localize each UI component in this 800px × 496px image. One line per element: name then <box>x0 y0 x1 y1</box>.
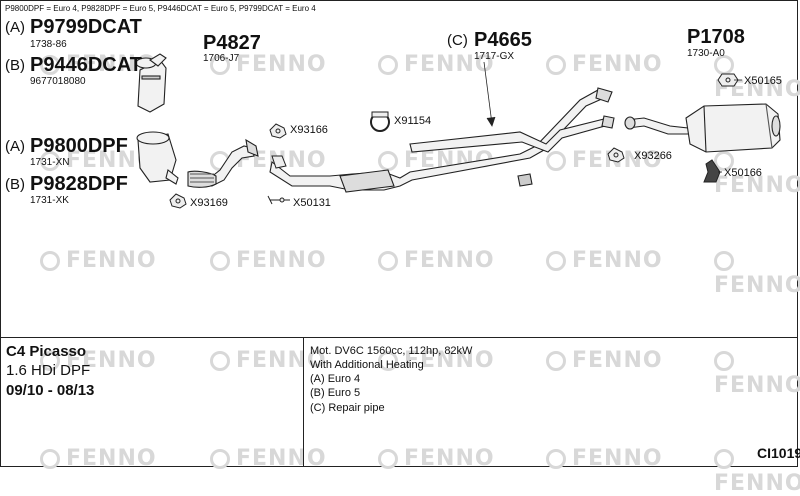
variant-label-p9446dcat: (B) <box>5 57 25 74</box>
motor-spec: Mot. DV6C 1560cc, 112hp, 82kW <box>310 345 473 357</box>
header-note: P9800DPF = Euro 4, P9828DPF = Euro 5, P9… <box>5 4 316 13</box>
variant-label-p9828dpf: (B) <box>5 176 25 193</box>
clamp-x91154-drawing <box>370 111 390 132</box>
info-divider-horizontal <box>0 337 798 338</box>
rear-silencer-drawing <box>624 103 781 153</box>
exhaust-drawing <box>135 53 781 209</box>
part-ref-p9799dcat: 1738-86 <box>30 39 67 50</box>
gasket-drawing <box>271 155 287 169</box>
legend-a: (A) Euro 4 <box>310 373 361 385</box>
accessory-x93266[interactable]: X93266 <box>634 150 672 162</box>
part-code-p1708[interactable]: P1708 <box>687 26 745 48</box>
accessory-x93169[interactable]: X93169 <box>190 197 228 209</box>
vehicle-engine: 1.6 HDi DPF <box>6 362 91 379</box>
front-pipe-drawing <box>187 138 259 188</box>
vehicle-model: C4 Picasso <box>6 343 87 360</box>
diagram-frame <box>0 0 798 467</box>
clamp-x93166-drawing <box>269 123 287 139</box>
dpf-part-drawing <box>136 131 179 185</box>
part-ref-p9828dpf: 1731-XK <box>30 195 69 206</box>
legend-c: (C) Repair pipe <box>310 402 385 414</box>
part-code-p9799dcat[interactable]: P9799DCAT <box>30 16 142 38</box>
middle-pipe-drawing <box>269 87 615 193</box>
legend-b: (B) Euro 5 <box>310 387 361 399</box>
bolt-x50131-drawing <box>267 195 290 205</box>
accessory-x50166[interactable]: X50166 <box>724 167 762 179</box>
part-code-p9800dpf[interactable]: P9800DPF <box>30 135 128 157</box>
accessory-x50131[interactable]: X50131 <box>293 197 331 209</box>
part-ref-p4665: 1717-GX <box>474 51 515 62</box>
variant-label-p4665: (C) <box>447 32 468 49</box>
part-ref-p9446dcat: 9677018080 <box>30 76 86 87</box>
variant-label-p9800dpf: (A) <box>5 138 25 155</box>
part-ref-p4827: 1706-J7 <box>203 53 240 64</box>
mount-x50166-drawing <box>703 159 721 183</box>
accessory-x93166[interactable]: X93166 <box>290 124 328 136</box>
mount-x50165-drawing <box>717 73 739 87</box>
accessory-x91154[interactable]: X91154 <box>394 115 432 127</box>
part-ref-p9800dpf: 1731-XN <box>30 157 70 168</box>
diagram-id: CI1019 <box>757 445 800 461</box>
part-code-p4827[interactable]: P4827 <box>203 32 261 54</box>
info-divider-vertical <box>303 337 304 467</box>
part-code-p4665[interactable]: P4665 <box>474 29 532 51</box>
catalyst-part-drawing <box>135 53 167 113</box>
part-code-p9446dcat[interactable]: P9446DCAT <box>30 54 142 76</box>
part-code-p9828dpf[interactable]: P9828DPF <box>30 173 128 195</box>
accessory-x50165[interactable]: X50165 <box>744 75 782 87</box>
variant-label-p9799dcat: (A) <box>5 19 25 36</box>
vehicle-years: 09/10 - 08/13 <box>6 382 95 399</box>
part-ref-p1708: 1730-A0 <box>687 48 725 59</box>
clamp-x93266-drawing <box>607 147 625 163</box>
heating-note: With Additional Heating <box>310 359 424 371</box>
clamp-x93169-drawing <box>169 193 187 209</box>
